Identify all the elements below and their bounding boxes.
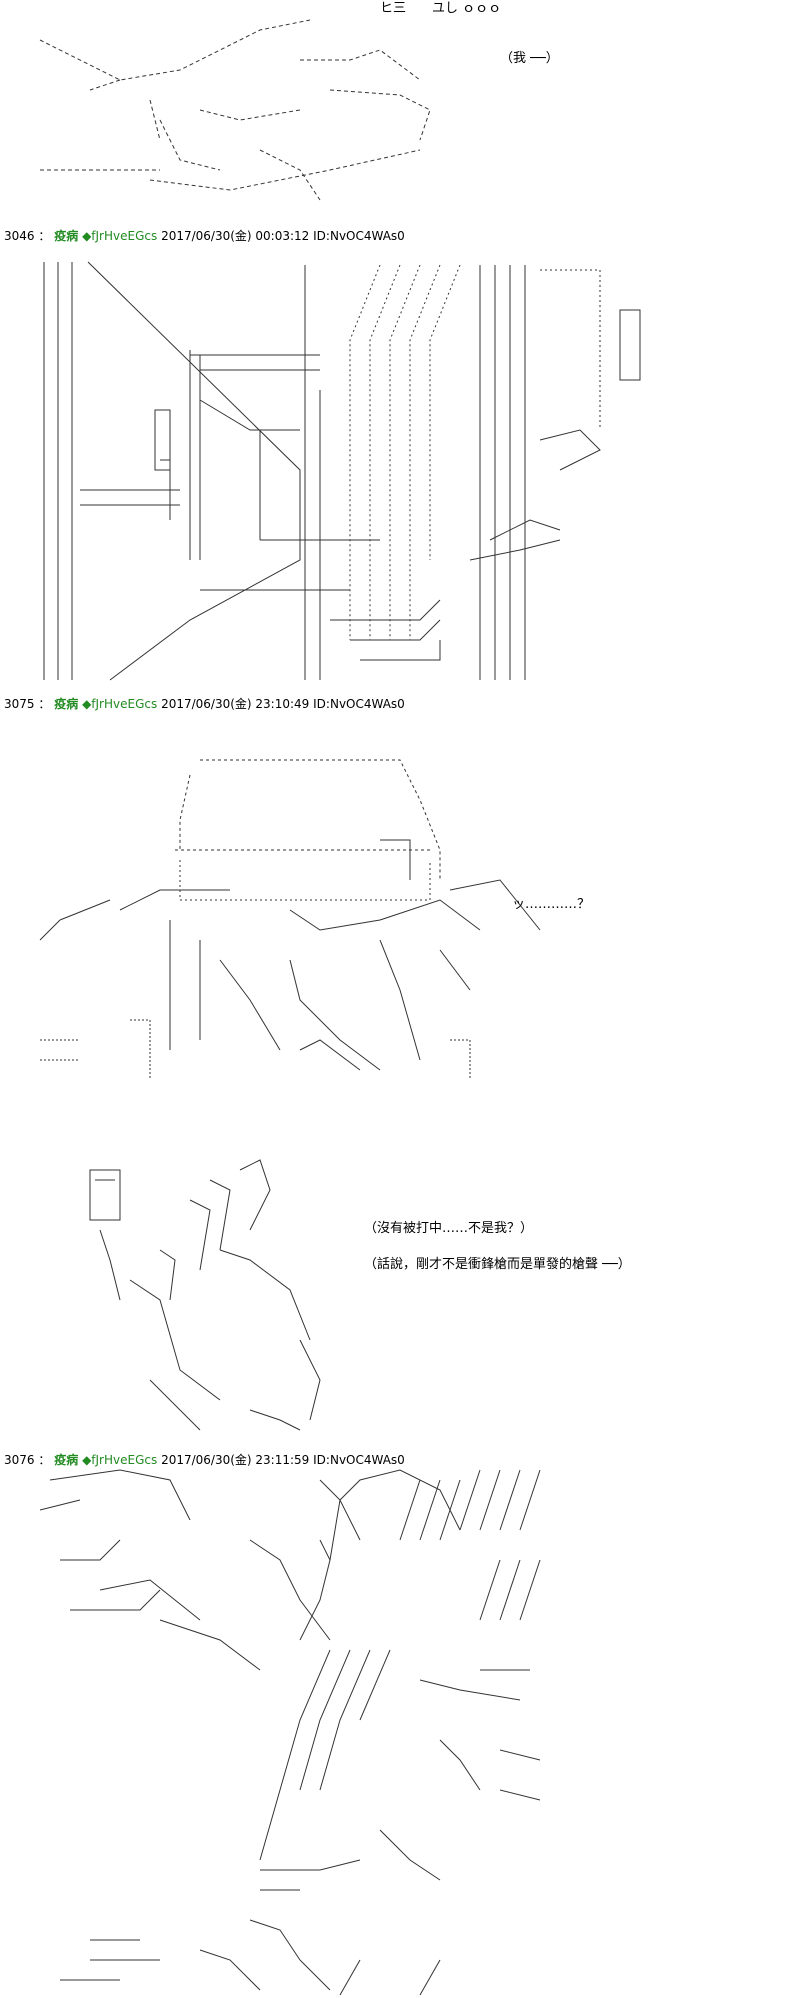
art-panel-raised-hand [89, 1159, 321, 1431]
post-number[interactable]: 3076 [4, 1453, 35, 1467]
post-number[interactable]: 3075 [4, 697, 35, 711]
art-panel-hand [39, 19, 431, 201]
post-author-name: 疫病 [54, 1453, 79, 1467]
post-header: 3046 ： 疫病 ◆fJrHveEGcs 2017/06/30(金) 00:0… [4, 228, 405, 244]
post-tripcode: ◆fJrHveEGcs [82, 697, 158, 711]
post-number[interactable]: 3046 [4, 229, 35, 243]
post-id[interactable]: ID:NvOC4WAs0 [313, 229, 405, 243]
post-date: 2017/06/30(金) 23:11:59 [161, 1453, 310, 1467]
post-tripcode: ◆fJrHveEGcs [82, 1453, 158, 1467]
post-header: 3075 ： 疫病 ◆fJrHveEGcs 2017/06/30(金) 23:1… [4, 696, 405, 712]
art-panel-hooded-figure [39, 759, 541, 1080]
dialogue-tsu: ッ…………？ [512, 897, 591, 912]
post-date: 2017/06/30(金) 00:03:12 [161, 229, 310, 243]
post-id[interactable]: ID:NvOC4WAs0 [313, 1453, 405, 1467]
post-tripcode: ◆fJrHveEGcs [82, 229, 158, 243]
dialogue-speaking: （話說，剛才不是衝鋒槍而是單發的槍聲 ──） [364, 1257, 631, 1272]
post-header: 3076 ： 疫病 ◆fJrHveEGcs 2017/06/30(金) 23:1… [4, 1452, 405, 1468]
post-author-name: 疫病 [54, 229, 79, 243]
post-author-name: 疫病 [54, 697, 79, 711]
art-panel-corridor [43, 261, 641, 681]
dialogue-me: （我 ──） [500, 51, 559, 66]
post-id[interactable]: ID:NvOC4WAs0 [313, 697, 405, 711]
post-separator: ： [38, 229, 51, 243]
art-panel-action [39, 1469, 541, 1996]
sound-effect-text: ヒ三 ユし ｏｏｏ [380, 1, 502, 16]
post-separator: ： [38, 1453, 51, 1467]
post-separator: ： [38, 697, 51, 711]
post-date: 2017/06/30(金) 23:10:49 [161, 697, 310, 711]
dialogue-not-hit: （沒有被打中……不是我？） [364, 1221, 534, 1236]
